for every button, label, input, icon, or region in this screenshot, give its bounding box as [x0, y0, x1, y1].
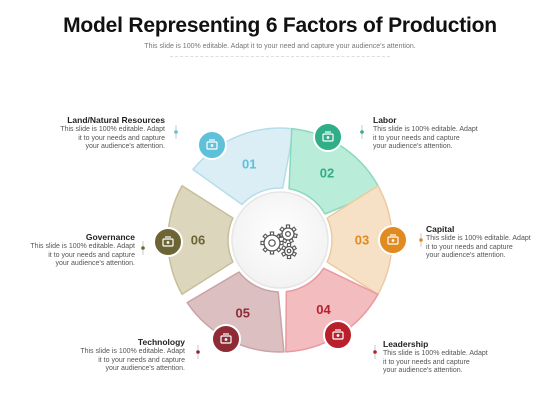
title-divider — [170, 56, 390, 57]
factory-icon — [206, 139, 218, 150]
segment-leadership — [285, 267, 379, 353]
factor-name: Capital — [426, 224, 455, 234]
gears-icon — [260, 224, 298, 260]
factor-label-land: Land/Natural Resources This slide is 100… — [44, 116, 165, 151]
factor-name: Labor — [373, 115, 397, 125]
slide-subtitle: This slide is 100% editable. Adapt it to… — [144, 43, 416, 50]
factor-label-leadership: Leadership This slide is 100% editable. … — [383, 340, 503, 375]
network-icon — [220, 333, 232, 344]
connector-dot — [360, 130, 364, 134]
factor-label-labor: Labor This slide is 100% editable. Adapt… — [373, 116, 483, 151]
segment-number: 04 — [316, 302, 331, 317]
segment-governance — [167, 184, 234, 296]
segment-capital — [326, 184, 393, 296]
government-building-icon — [162, 236, 174, 247]
connector-dot — [141, 246, 145, 250]
factor-name: Leadership — [383, 339, 429, 349]
factor-name: Governance — [85, 232, 135, 242]
factor-label-technology: Technology This slide is 100% editable. … — [65, 338, 185, 373]
segment-number: 01 — [242, 156, 256, 171]
connector-dot — [174, 130, 178, 134]
connector-dot — [373, 350, 377, 354]
slide-title: Model Representing 6 Factors of Producti… — [63, 14, 497, 37]
factor-name: Land/Natural Resources — [67, 115, 165, 125]
connector-dot — [419, 238, 423, 242]
segment-number: 05 — [236, 306, 250, 321]
factor-label-capital: Capital This slide is 100% editable. Ada… — [426, 225, 546, 260]
segment-technology — [186, 271, 285, 353]
people-group-icon — [322, 131, 334, 142]
factor-label-governance: Governance This slide is 100% editable. … — [15, 233, 135, 268]
connector-dot — [196, 350, 200, 354]
segment-number: 02 — [320, 165, 334, 180]
factor-name: Technology — [137, 337, 185, 347]
money-bag-icon — [387, 234, 399, 245]
segment-number: 03 — [355, 233, 369, 248]
segment-labor — [288, 127, 382, 215]
leader-icon — [332, 329, 344, 340]
segment-number: 06 — [191, 233, 205, 248]
